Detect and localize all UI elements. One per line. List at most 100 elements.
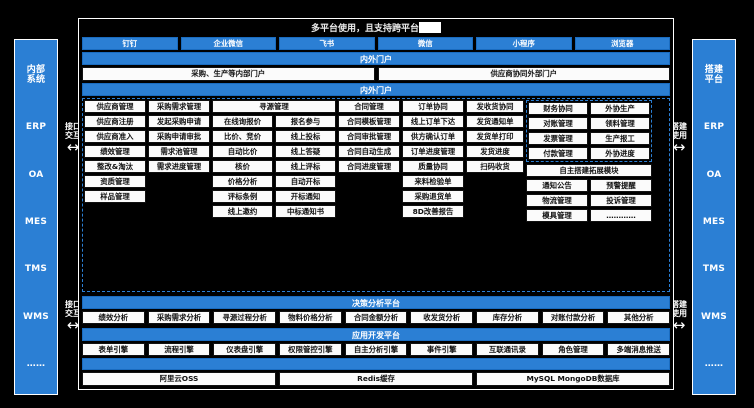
module-item[interactable]: 线上投标: [275, 130, 336, 143]
module-item[interactable]: 外协进度: [590, 147, 650, 160]
engine-item[interactable]: 事件引擎: [410, 343, 474, 356]
module-item[interactable]: 中标通知书: [275, 205, 336, 218]
module-item[interactable]: 采购申请审批: [148, 130, 210, 143]
module-item[interactable]: 扫码收货: [466, 160, 524, 173]
module-item[interactable]: 对账管理: [528, 117, 588, 130]
module-item[interactable]: 付款管理: [528, 147, 588, 160]
module-item[interactable]: 发货单打印: [466, 130, 524, 143]
module-item[interactable]: 供方确认订单: [402, 130, 464, 143]
module-item[interactable]: 模具管理: [526, 209, 588, 222]
module-item[interactable]: 资质管理: [84, 175, 146, 188]
portal-row: 采购、生产等内部门户 供应商协同外部门户: [82, 67, 670, 81]
analysis-item[interactable]: 库存分析: [476, 311, 539, 324]
module-item[interactable]: 需求池管理: [148, 145, 210, 158]
client-tab-browser[interactable]: 浏览器: [574, 37, 670, 50]
module-item[interactable]: 发货通知单: [466, 115, 524, 128]
module-item[interactable]: 采购退货单: [402, 190, 464, 203]
module-item[interactable]: 开标通知: [275, 190, 336, 203]
analysis-item[interactable]: 其他分析: [607, 311, 671, 324]
module-item[interactable]: 合同审批管理: [338, 130, 400, 143]
module-item[interactable]: 线上订单下达: [402, 115, 464, 128]
infra-item-database[interactable]: MySQL MongoDB数据库: [476, 372, 670, 386]
analysis-item[interactable]: 寻源过程分析: [213, 311, 277, 324]
client-tab-wechat[interactable]: 微信: [377, 37, 473, 50]
module-item[interactable]: 合同模板管理: [338, 115, 400, 128]
module-item[interactable]: 线上邀约: [212, 205, 273, 218]
column-header[interactable]: 订单协同: [402, 100, 464, 113]
extension-header[interactable]: 自主搭建拓展模块: [526, 164, 652, 177]
module-item[interactable]: 物流管理: [526, 194, 588, 207]
portal-band-second: 内外门户: [82, 83, 670, 96]
module-item[interactable]: 发货进度: [466, 145, 524, 158]
column-header[interactable]: 采购需求管理: [148, 100, 210, 113]
module-item[interactable]: 投诉管理: [590, 194, 652, 207]
engine-item[interactable]: 自主分析引擎: [344, 343, 408, 356]
module-item[interactable]: 通知公告: [526, 179, 588, 192]
module-item[interactable]: 整改&淘汰: [84, 160, 146, 173]
portal-external[interactable]: 供应商协同外部门户: [377, 67, 670, 81]
engine-item[interactable]: 多端消息推送: [607, 343, 671, 356]
module-item[interactable]: 自动开标: [275, 175, 336, 188]
module-item[interactable]: 报名参与: [275, 115, 336, 128]
analysis-item[interactable]: 合同金额分析: [344, 311, 408, 324]
client-tab-feishu[interactable]: 飞书: [279, 37, 375, 50]
module-item[interactable]: 线上评标: [275, 160, 336, 173]
infrastructure-band: [82, 358, 670, 370]
engine-item[interactable]: 角色管理: [541, 343, 605, 356]
column-shipping-collaboration: 发收货协同 发货通知单 发货单打印 发货进度 扫码收货: [466, 100, 524, 290]
analysis-item[interactable]: 采购需求分析: [147, 311, 211, 324]
module-item[interactable]: 自动比价: [212, 145, 273, 158]
decision-platform-row: 绩效分析 采购需求分析 寻源过程分析 物料价格分析 合同金额分析 收发货分析 库…: [82, 311, 671, 324]
client-tab-dingtalk[interactable]: 钉钉: [82, 37, 178, 50]
module-item[interactable]: 比价、竞价: [212, 130, 273, 143]
arrow-label: 接口 交互: [65, 122, 81, 140]
right-pillar-item: ERP: [703, 122, 725, 133]
module-item[interactable]: 供应商准入: [84, 130, 146, 143]
module-item[interactable]: 预警提醒: [590, 179, 652, 192]
left-bottom-interface-arrow: 接口 交互 ↔: [58, 300, 88, 333]
engine-item[interactable]: 互联通讯录: [476, 343, 539, 356]
module-item[interactable]: 在线询报价: [212, 115, 273, 128]
module-item[interactable]: 线上答疑: [275, 145, 336, 158]
module-item[interactable]: 订单进度管理: [402, 145, 464, 158]
engine-item[interactable]: 流程引擎: [147, 343, 211, 356]
module-item[interactable]: 绩效管理: [84, 145, 146, 158]
column-header[interactable]: 财务协同: [528, 102, 588, 115]
selection-box-finance-outsourcing[interactable]: 财务协同 对账管理 发票管理 付款管理 外协生产 领料管理 生产报工 外协进度: [526, 100, 652, 162]
module-item[interactable]: 需求进度管理: [148, 160, 210, 173]
module-item[interactable]: 发起采购申请: [148, 115, 210, 128]
module-item[interactable]: 价格分析: [212, 175, 273, 188]
portal-internal[interactable]: 采购、生产等内部门户: [82, 67, 375, 81]
infra-item-redis[interactable]: Redis缓存: [279, 372, 473, 386]
column-header[interactable]: 供应商管理: [84, 100, 146, 113]
client-tab-wecom[interactable]: 企业微信: [180, 37, 276, 50]
module-item[interactable]: 合同进度管理: [338, 160, 400, 173]
client-tab-miniprogram[interactable]: 小程序: [476, 37, 572, 50]
module-item[interactable]: 供应商注册: [84, 115, 146, 128]
module-item[interactable]: 样品管理: [84, 190, 146, 203]
module-item[interactable]: 来料检验单: [402, 175, 464, 188]
module-item[interactable]: 领料管理: [590, 117, 650, 130]
module-item[interactable]: 生产报工: [590, 132, 650, 145]
decision-platform-band: 决策分析平台: [82, 296, 670, 309]
module-item[interactable]: 8D改善报告: [402, 205, 464, 218]
infra-item-oss[interactable]: 阿里云OSS: [82, 372, 276, 386]
engine-item[interactable]: 权限管控引擎: [279, 343, 342, 356]
module-item[interactable]: 核价: [212, 160, 273, 173]
module-item[interactable]: …………: [590, 209, 652, 222]
column-header[interactable]: 发收货协同: [466, 100, 524, 113]
module-item[interactable]: 质量协同: [402, 160, 464, 173]
engine-item[interactable]: 仪表盘引擎: [213, 343, 277, 356]
column-header[interactable]: 外协生产: [590, 102, 650, 115]
engine-item[interactable]: 表单引擎: [82, 343, 145, 356]
module-item[interactable]: 发票管理: [528, 132, 588, 145]
module-item[interactable]: 评标条例: [212, 190, 273, 203]
arrow-label: 接口 交互: [65, 300, 81, 318]
analysis-item[interactable]: 绩效分析: [82, 311, 145, 324]
analysis-item[interactable]: 对账付款分析: [541, 311, 605, 324]
analysis-item[interactable]: 物料价格分析: [279, 311, 342, 324]
module-item[interactable]: 合同自动生成: [338, 145, 400, 158]
analysis-item[interactable]: 收发货分析: [410, 311, 474, 324]
column-header[interactable]: 寻源管理: [212, 100, 336, 113]
column-header[interactable]: 合同管理: [338, 100, 400, 113]
